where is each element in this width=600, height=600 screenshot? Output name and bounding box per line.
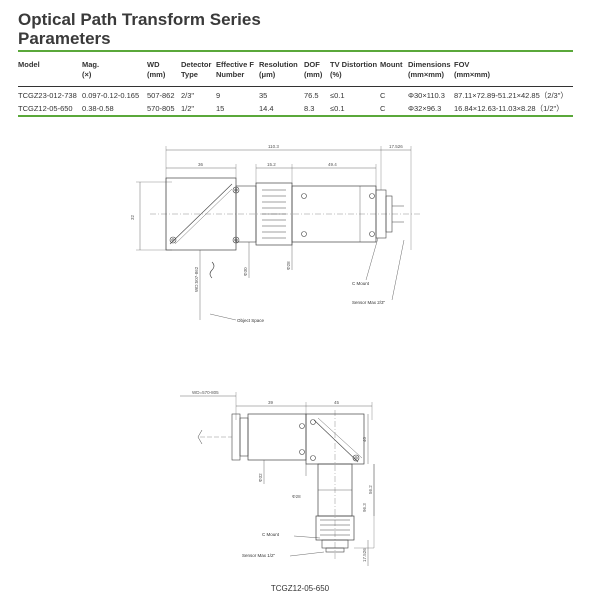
dim-barrel1: 15.2 bbox=[267, 162, 276, 167]
label-object-space: Object Space bbox=[237, 318, 265, 323]
header-mag: Mag.(×) bbox=[82, 60, 100, 79]
page-title: Optical Path Transform Series Parameters bbox=[18, 10, 261, 48]
table-bottom-rule bbox=[18, 115, 573, 117]
label-c-mount-2: C Mount bbox=[262, 532, 280, 537]
title-line-2: Parameters bbox=[18, 29, 111, 48]
drawing-1-lens bbox=[136, 146, 420, 321]
title-line-1: Optical Path Transform Series bbox=[18, 10, 261, 29]
dim-height: 32 bbox=[130, 214, 135, 220]
header-dof: DOF(mm) bbox=[304, 60, 323, 79]
drawing-2-dimension-labels: WD=570-805 39 45 40 56.2 96.3 17.526 Φ32… bbox=[192, 390, 373, 562]
dim2-tail: 17.526 bbox=[362, 548, 367, 562]
dim-phi28: Φ28 bbox=[286, 261, 291, 270]
dim-overall: 110.3 bbox=[268, 144, 279, 149]
header-mount: Mount bbox=[380, 60, 403, 69]
header-wd: WD(mm) bbox=[147, 60, 166, 79]
dim2-right-low: 96.3 bbox=[362, 503, 367, 512]
dim2-phi32: Φ32 bbox=[258, 473, 263, 482]
dim2-top2: 45 bbox=[334, 400, 340, 405]
dim-wd: WD:507-862 bbox=[194, 266, 199, 292]
header-rule bbox=[18, 50, 573, 52]
dim2-phi28: Φ28 bbox=[292, 494, 301, 499]
drawing-caption: TCGZ12-05-650 bbox=[270, 584, 330, 593]
table-header-rule bbox=[18, 86, 573, 87]
drawing-1-dimension-labels: 110.3 17.526 36 15.2 49.4 32 WD:507-862 … bbox=[130, 144, 403, 323]
header-resolution: Resolution(μm) bbox=[259, 60, 298, 79]
dim2-right-top: 40 bbox=[362, 436, 367, 442]
label-sensor-2: Sensor Max 1/2" bbox=[242, 553, 276, 558]
dim2-right-mid: 56.2 bbox=[368, 485, 373, 494]
header-model: Model bbox=[18, 60, 40, 69]
header-dimensions: Dimensions(mm×mm) bbox=[408, 60, 451, 79]
drawing-2-lens bbox=[180, 392, 375, 566]
header-tv-distortion: TV Distortion(%) bbox=[330, 60, 378, 79]
dim-phi30: Φ30 bbox=[243, 267, 248, 276]
dim2-wd: WD=570-805 bbox=[192, 390, 219, 395]
dim-barrel2: 49.4 bbox=[328, 162, 337, 167]
label-c-mount-1: C Mount bbox=[352, 281, 370, 286]
dim2-top1: 39 bbox=[268, 400, 274, 405]
header-fov: FOV(mm×mm) bbox=[454, 60, 491, 79]
dim-prism: 36 bbox=[198, 162, 204, 167]
label-sensor-1: Sensor Max 2/3" bbox=[352, 300, 386, 305]
dim-tail: 17.526 bbox=[389, 144, 403, 149]
